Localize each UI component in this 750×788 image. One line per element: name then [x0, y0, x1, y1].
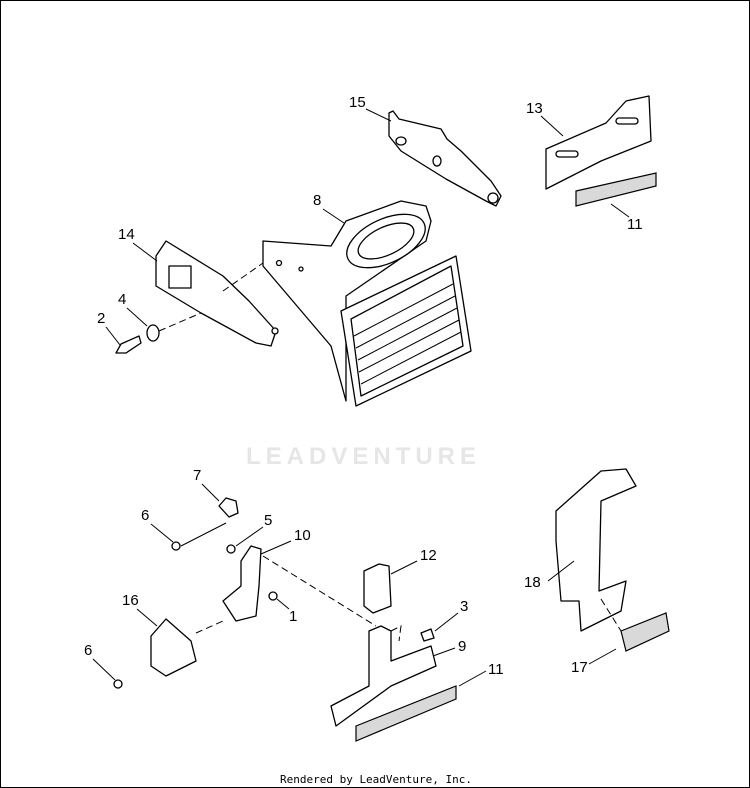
- part-13-plate-bracket: [545, 95, 652, 190]
- part-2-bolt: [115, 335, 142, 354]
- watermark: LEADVENTURE: [246, 443, 481, 470]
- leader-dash: [600, 598, 622, 632]
- part-8-license-housing: [262, 200, 472, 407]
- callout-13: 13: [526, 100, 543, 117]
- part-6-washer: [171, 541, 181, 551]
- leader-dash: [262, 555, 377, 627]
- part-17-reflector: [620, 612, 670, 652]
- leader-line: [180, 522, 227, 547]
- part-5-washer: [226, 544, 236, 554]
- part-14-side-bracket: [155, 240, 279, 347]
- callout-4: 4: [118, 291, 126, 308]
- part-12-clip: [363, 563, 392, 614]
- leader-dash: [195, 620, 224, 634]
- callout-5: 5: [264, 512, 272, 529]
- callout-10: 10: [294, 527, 311, 544]
- callout-1: 1: [289, 608, 297, 625]
- part-10-bracket: [222, 545, 262, 622]
- leader-dash: [222, 262, 264, 292]
- part-16-bracket: [150, 618, 197, 677]
- callout-9: 9: [458, 638, 466, 655]
- part-11-reflector-strip: [355, 685, 457, 742]
- callout-11b: 11: [488, 661, 504, 678]
- part-11-reflector-strip: [575, 172, 657, 207]
- part-6-washer: [113, 679, 123, 689]
- leader-dash: [158, 312, 202, 332]
- callout-6b: 6: [84, 642, 92, 659]
- footer-credit: Rendered by LeadVenture, Inc.: [280, 773, 472, 786]
- callout-2: 2: [97, 310, 105, 327]
- callout-3: 3: [460, 598, 468, 615]
- part-15-bracket: [388, 110, 502, 207]
- callout-6: 6: [141, 507, 149, 524]
- callout-15: 15: [349, 94, 366, 111]
- callouts: 15 13 8 11 14 4 2 7 6 5 10 12 18 16 1 3 …: [84, 94, 643, 687]
- callout-7: 7: [193, 467, 201, 484]
- callout-18: 18: [524, 574, 541, 591]
- callout-17: 17: [571, 659, 588, 676]
- part-4-washer: [146, 324, 160, 342]
- leader-dash: [390, 625, 402, 642]
- part-1-screw: [268, 591, 278, 601]
- callout-16: 16: [122, 592, 139, 609]
- part-3-screw: [420, 628, 435, 642]
- part-18-bracket: [555, 468, 637, 632]
- callout-8: 8: [313, 192, 321, 209]
- part-9-bracket: [330, 625, 437, 727]
- callout-12: 12: [420, 547, 437, 564]
- callout-11: 11: [627, 216, 643, 233]
- callout-14: 14: [118, 226, 135, 243]
- part-7-nut: [218, 497, 239, 518]
